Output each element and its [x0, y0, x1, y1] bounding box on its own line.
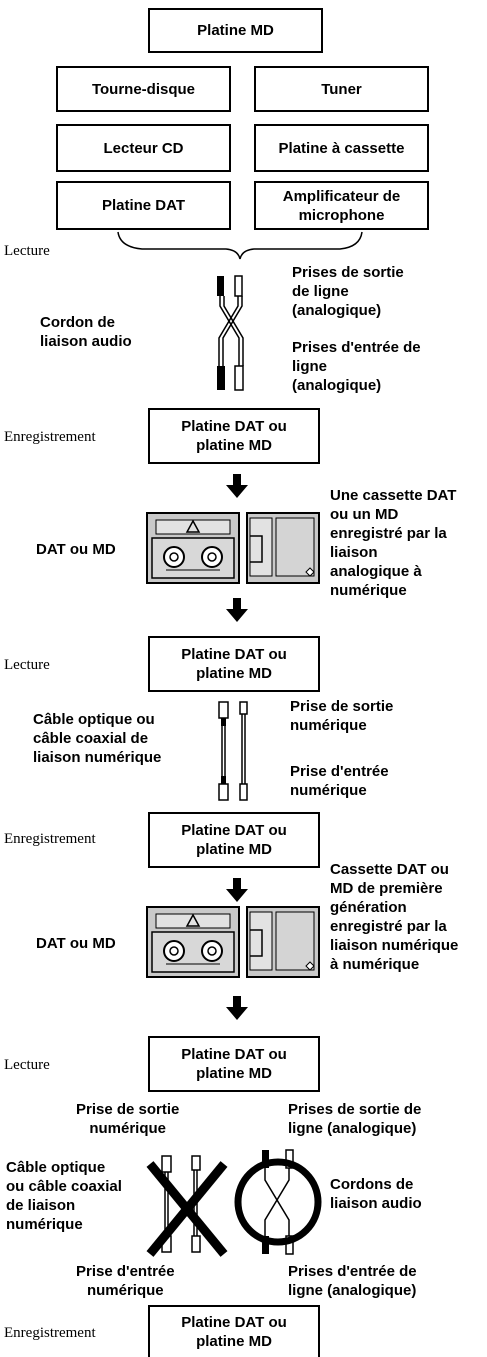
mode-enregistrement-2: Enregistrement: [4, 831, 96, 847]
label-x-prises-sortie-analog: Prises de sortie de ligne (analogique): [288, 1101, 422, 1137]
label-prises-entree-analog: Prises d'entrée de ligne (analogique): [292, 339, 421, 394]
note-enregistre-numerique: Cassette DAT ou MD de première génératio…: [330, 861, 459, 973]
prohibited-digital-icon: [146, 1155, 228, 1257]
arrow-down-icon: [226, 598, 248, 622]
label-prise-entree-num: Prise d'entrée numérique: [290, 763, 389, 799]
mode-enregistrement-3: Enregistrement: [4, 1325, 96, 1341]
digital-cable-icon: [218, 701, 248, 801]
box-dat-md-5: Platine DAT ou platine MD: [148, 1305, 320, 1357]
note-enregistre-analogique: Une cassette DAT ou un MD enregistré par…: [330, 487, 457, 599]
label-prise-sortie-num: Prise de sortie numérique: [290, 698, 394, 734]
box-ampli-micro: Amplificateur de microphone: [254, 181, 429, 230]
box-lecteur-cd: Lecteur CD: [56, 124, 231, 172]
md-disc-icon: [246, 906, 320, 978]
arrow-down-icon: [226, 474, 248, 498]
box-dat-md-4: Platine DAT ou platine MD: [148, 1036, 320, 1092]
md-disc-icon: [246, 512, 320, 584]
mode-lecture-3: Lecture: [4, 1057, 50, 1073]
label-x-cable-numerique: Câble optique ou câble coaxial de liaiso…: [6, 1159, 122, 1233]
label-cordon-audio: Cordon de liaison audio: [40, 314, 132, 350]
box-platine-dat: Platine DAT: [56, 181, 231, 230]
dat-cassette-icon: [146, 906, 240, 978]
box-dat-md-3: Platine DAT ou platine MD: [148, 812, 320, 868]
label-x-cordons-audio: Cordons de liaison audio: [330, 1176, 422, 1212]
dat-cassette-icon: [146, 512, 240, 584]
arrow-down-icon: [226, 996, 248, 1020]
group-brace: [117, 231, 363, 260]
box-dat-md-2: Platine DAT ou platine MD: [148, 636, 320, 692]
label-x-prises-entree-analog: Prises d'entrée de ligne (analogique): [288, 1263, 417, 1299]
box-tuner: Tuner: [254, 66, 429, 112]
prohibited-analog-icon: [234, 1149, 322, 1255]
mode-lecture-1: Lecture: [4, 243, 50, 259]
arrow-down-icon: [226, 878, 248, 902]
mode-enregistrement-1: Enregistrement: [4, 429, 96, 445]
label-dat-ou-md-2: DAT ou MD: [36, 935, 116, 952]
label-prises-sortie-analog: Prises de sortie de ligne (analogique): [292, 264, 404, 319]
box-dat-md-1: Platine DAT ou platine MD: [148, 408, 320, 464]
label-x-prise-sortie-num: Prise de sortie numérique: [76, 1101, 180, 1137]
analog-cable-icon: [217, 275, 244, 391]
label-x-prise-entree-num: Prise d'entrée numérique: [76, 1263, 175, 1299]
box-tourne-disque: Tourne-disque: [56, 66, 231, 112]
label-dat-ou-md-1: DAT ou MD: [36, 541, 116, 558]
box-platine-cassette: Platine à cassette: [254, 124, 429, 172]
label-cable-numerique: Câble optique ou câble coaxial de liaiso…: [33, 711, 162, 766]
mode-lecture-2: Lecture: [4, 657, 50, 673]
box-platine-md: Platine MD: [148, 8, 323, 53]
